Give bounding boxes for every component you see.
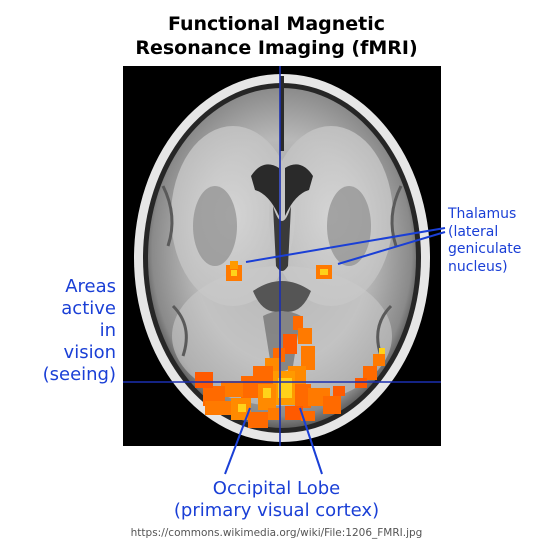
fmri-brain-scan	[123, 66, 441, 446]
thalamus-label-line: nucleus)	[448, 258, 508, 275]
occipital-label-line: (primary visual cortex)	[173, 500, 380, 521]
areas-label-line: active	[61, 298, 116, 319]
right-ventricle	[285, 164, 313, 216]
left-ventricle	[251, 164, 279, 216]
diagram-title-line-1: Functional Magnetic	[167, 13, 386, 35]
diagram-title-line-2: Resonance Imaging (fMRI)	[135, 37, 418, 59]
occipital-lobe-label: Occipital Lobe (primary visual cortex)	[0, 478, 553, 522]
thalamus-activation-left	[226, 261, 242, 281]
thalamus-label-line: Thalamus	[448, 206, 517, 222]
occipital-label-line: Occipital Lobe	[212, 478, 341, 499]
thalamus-label-line: geniculate	[448, 241, 522, 257]
areas-active-label: Areas active in vision (seeing)	[20, 276, 116, 386]
source-url: https://commons.wikimedia.org/wiki/File:…	[130, 527, 423, 539]
thalamus-label-line: (lateral	[448, 223, 499, 240]
areas-label-line: (seeing)	[42, 364, 116, 385]
areas-label-line: in	[99, 320, 116, 341]
areas-label-line: vision	[63, 342, 116, 363]
thalamus-activation-right	[316, 265, 332, 279]
areas-label-line: Areas	[65, 276, 116, 297]
thalamus-label: Thalamus (lateral geniculate nucleus)	[448, 206, 548, 276]
